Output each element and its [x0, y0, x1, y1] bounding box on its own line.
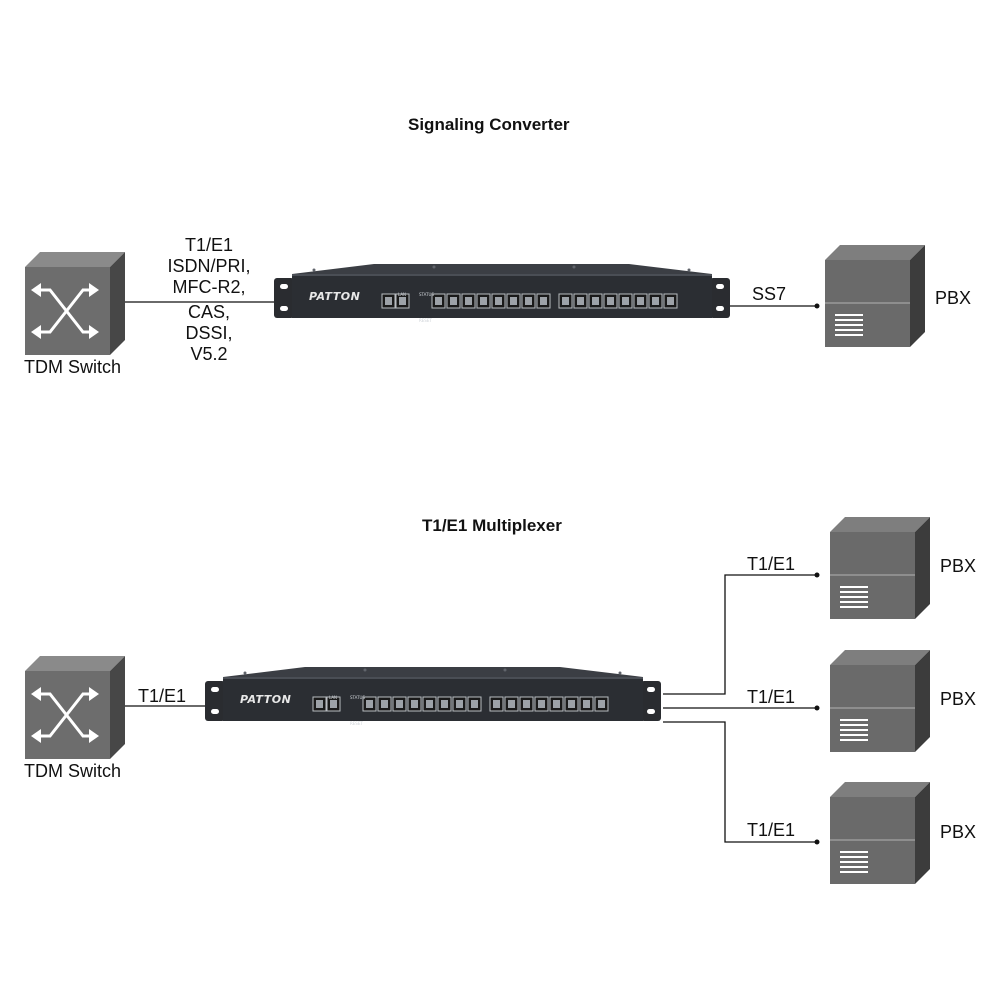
protocol-item: CAS,	[187, 302, 230, 322]
multiplexer-panel-text: PATTON LAN STATUS RESET	[240, 693, 365, 726]
output-link-label: T1/E1	[747, 554, 796, 574]
pbx-label: PBX	[935, 288, 972, 308]
pbx-label: PBX	[940, 556, 977, 576]
reset-label: RESET	[350, 721, 363, 726]
tdm-switch-label: TDM Switch	[24, 357, 122, 377]
tdm-switch-icon	[23, 250, 127, 357]
protocol-item: V5.2	[190, 344, 228, 364]
ss7-link-label: SS7	[752, 284, 787, 304]
protocol-list: T1/E1 ISDN/PRI, MFC-R2, CAS, DSSI, V5.2	[150, 235, 268, 365]
tdm-switch-label: TDM Switch	[24, 761, 122, 781]
link-multiplexer-to-pbx-3	[663, 721, 817, 843]
protocol-item: T1/E1	[184, 235, 234, 255]
pbx-icon	[829, 781, 931, 885]
pbx-icon	[829, 649, 931, 753]
pbx-label: PBX	[940, 822, 977, 842]
protocol-item: MFC-R2,	[172, 277, 246, 297]
connection-dot	[814, 839, 820, 845]
pbx-icon	[824, 244, 926, 348]
status-label: STATUS	[419, 292, 434, 297]
connection-dot	[814, 705, 820, 711]
signaling-converter-title: Signaling Converter	[408, 115, 570, 134]
converter-panel-text: PATTON LAN STATUS RESET	[309, 290, 434, 323]
output-link-label: T1/E1	[747, 820, 796, 840]
output-link-label: T1/E1	[747, 687, 796, 707]
connection-dot	[814, 303, 820, 309]
tdm-switch-icon	[23, 654, 127, 761]
lan-label: LAN	[329, 695, 337, 700]
pbx-icon	[829, 516, 931, 620]
pbx-label: PBX	[940, 689, 977, 709]
t1e1-multiplexer-title: T1/E1 Multiplexer	[422, 516, 562, 535]
connection-dot	[814, 572, 820, 578]
device-brand: PATTON	[240, 693, 291, 706]
device-brand: PATTON	[309, 290, 360, 303]
link-multiplexer-to-pbx-1	[663, 574, 817, 695]
protocol-item: DSSI,	[185, 323, 233, 343]
reset-label: RESET	[419, 318, 432, 323]
input-link-label: T1/E1	[138, 686, 187, 706]
lan-label: LAN	[398, 292, 406, 297]
status-label: STATUS	[350, 695, 365, 700]
protocol-item: ISDN/PRI,	[167, 256, 251, 276]
